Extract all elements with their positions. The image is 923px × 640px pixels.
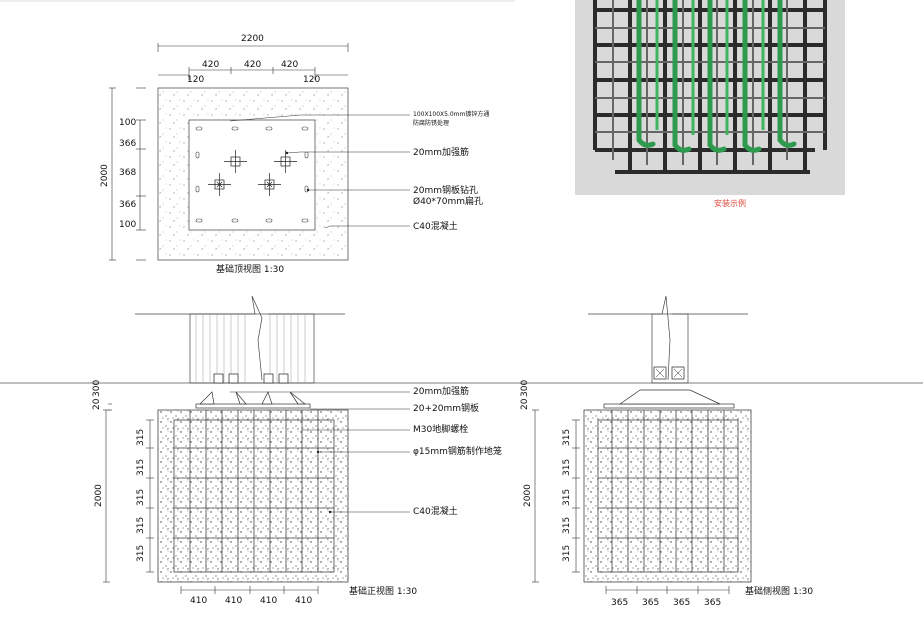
side-dim-left-3: 315 xyxy=(562,488,572,506)
top-dim-lower-1: 120 xyxy=(187,75,205,85)
callout-tube: 100X100X5.0mm镀锌方通 xyxy=(413,111,490,118)
top-dim-left-5: 100 xyxy=(119,220,137,230)
top-dim-left-1: 100 xyxy=(119,118,137,128)
side-dim-left-2: 315 xyxy=(562,458,572,476)
top-dim-lower-2: 120 xyxy=(303,75,321,85)
callout-top-plate: 20mm钢板钻孔 xyxy=(413,186,478,196)
top-dim-left-3: 368 xyxy=(119,168,137,178)
front-dim-left-5: 315 xyxy=(136,544,146,562)
front-dim-bottom-4: 410 xyxy=(295,596,313,606)
top-dim-total: 2200 xyxy=(241,34,264,44)
callout-front-bolt: M30地脚螺栓 xyxy=(413,425,469,435)
callout-front-cage: φ15mm钢筋制作地笼 xyxy=(413,447,502,457)
callout-front-plate: 20+20mm钢板 xyxy=(413,404,479,414)
front-view xyxy=(103,295,410,594)
front-dim-left-1: 315 xyxy=(136,428,146,446)
callout-front-concrete: C40混凝土 xyxy=(413,507,458,517)
front-dim-bottom-2: 410 xyxy=(225,596,243,606)
top-dim-left-total: 2000 xyxy=(100,164,110,187)
top-dim-left-2: 366 xyxy=(119,139,137,149)
side-view-caption: 基础侧视图 1:30 xyxy=(745,587,814,597)
callout-top-rebar: 20mm加强筋 xyxy=(413,148,469,158)
front-dim-left-4: 315 xyxy=(136,516,146,534)
side-dim-bottom-3: 365 xyxy=(673,598,691,608)
photo-caption: 安装示例 xyxy=(714,199,746,208)
callout-top-concrete: C40混凝土 xyxy=(413,222,458,232)
front-dim-total: 2000 xyxy=(94,484,104,507)
callout-top-hole: Ø40*70mm扁孔 xyxy=(413,197,484,207)
side-view xyxy=(532,295,752,594)
side-dim-left-5: 315 xyxy=(562,544,572,562)
top-view xyxy=(109,43,410,261)
top-dim-upper-1: 420 xyxy=(202,60,220,70)
front-dim-left-3: 315 xyxy=(136,488,146,506)
side-dim-total: 2000 xyxy=(523,484,533,507)
side-dim-left-1: 315 xyxy=(562,428,572,446)
side-dim-bottom-2: 365 xyxy=(642,598,660,608)
top-dim-left-4: 366 xyxy=(119,200,137,210)
front-view-caption: 基础正视图 1:30 xyxy=(349,587,418,597)
side-dim-20: 20 xyxy=(520,398,530,410)
front-dim-20: 20 xyxy=(92,398,102,410)
top-view-caption: 基础顶视图 1:30 xyxy=(216,265,285,275)
top-dim-upper-2: 420 xyxy=(244,60,262,70)
install-example-image xyxy=(575,0,845,195)
side-dim-bottom-1: 365 xyxy=(611,598,629,608)
top-dim-upper-3: 420 xyxy=(281,60,299,70)
side-dim-left-4: 315 xyxy=(562,516,572,534)
callout-tube-2: 防腐防锈处理 xyxy=(413,120,450,127)
side-dim-300: 300 xyxy=(520,379,530,397)
front-dim-bottom-1: 410 xyxy=(190,596,208,606)
front-dim-300: 300 xyxy=(92,379,102,397)
front-dim-left-2: 315 xyxy=(136,458,146,476)
callout-front-rebar: 20mm加强筋 xyxy=(413,387,469,397)
front-dim-bottom-3: 410 xyxy=(260,596,278,606)
side-dim-bottom-4: 365 xyxy=(704,598,722,608)
